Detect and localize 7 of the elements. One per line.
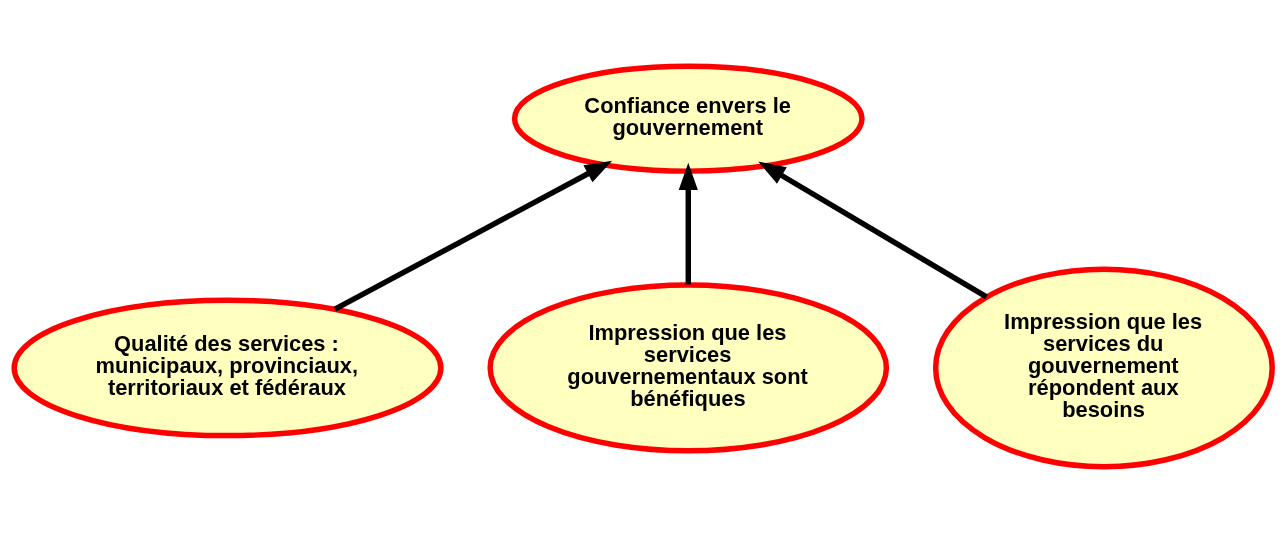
- node-ellipse: Confiance envers le gouvernement: [511, 63, 865, 174]
- arrow: [678, 162, 698, 285]
- arrow: [758, 161, 988, 300]
- node-ellipse: Qualité des services : municipaux, provinciaux, territoriaux et fédéraux: [11, 297, 444, 439]
- node-ellipse: Impression que les services du gouvernement répondent aux besoins: [932, 266, 1275, 470]
- arrow: [333, 160, 613, 312]
- node-ellipse: Impression que les services gouvernementaux sont bénéfiques: [487, 282, 890, 454]
